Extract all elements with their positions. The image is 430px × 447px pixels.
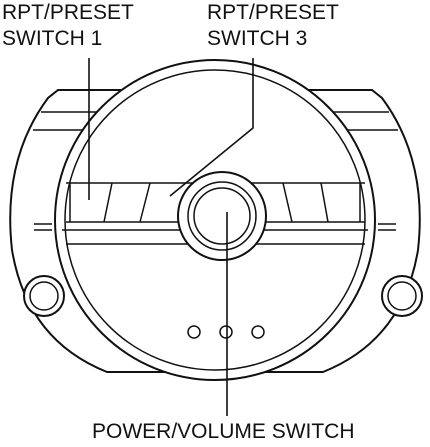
label-preset-switch-3-line-1: RPT/PRESET [207, 1, 339, 24]
right-side-knob [381, 275, 423, 317]
label-preset-switch-3-line-2: SWITCH 3 [207, 27, 308, 50]
unit-housing [9, 89, 421, 373]
left-side-knob [23, 275, 65, 317]
indicator-dots [187, 325, 265, 339]
leader-lines [88, 58, 254, 416]
side-guides [34, 223, 396, 231]
label-preset-switch-3: RPT/PRESET SWITCH 3 [207, 0, 339, 52]
label-preset-switch-1-line-1: RPT/PRESET [2, 1, 134, 24]
label-preset-switch-1: RPT/PRESET SWITCH 1 [2, 0, 134, 52]
leader-preset-switch-3 [169, 58, 254, 197]
label-power-volume-switch: POWER/VOLUME SWITCH [92, 420, 355, 443]
label-preset-switch-1-line-2: SWITCH 1 [2, 27, 103, 50]
power-volume-knob [177, 171, 267, 261]
